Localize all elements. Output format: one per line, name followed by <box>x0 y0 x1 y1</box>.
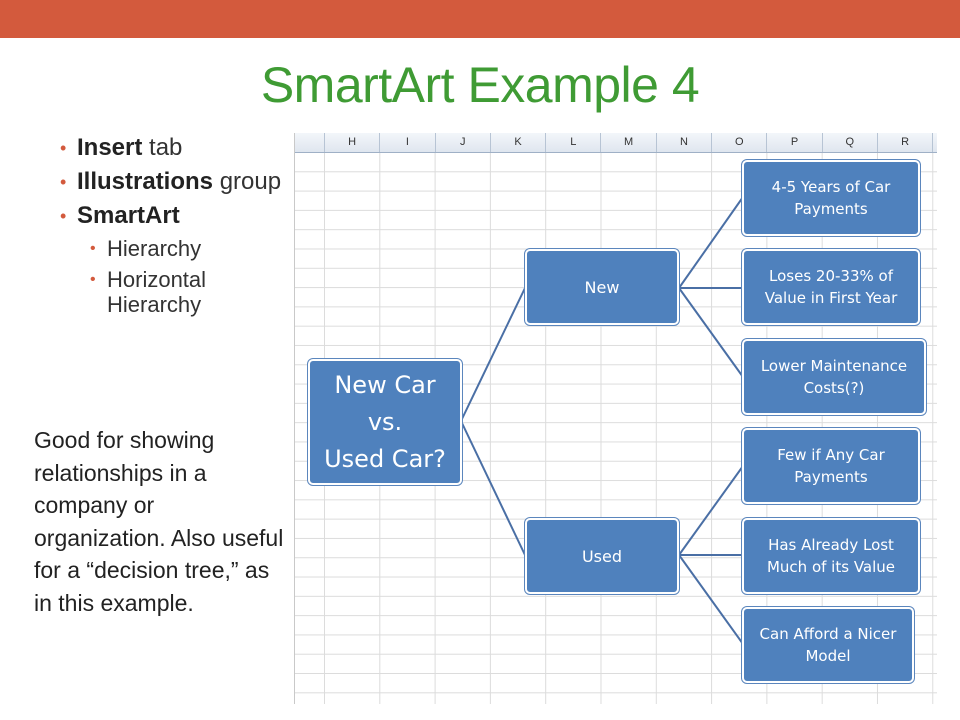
node-leaf-label: Has Already Lost Much of its Value <box>766 536 896 576</box>
bullet-hierarchy: Hierarchy <box>90 236 290 261</box>
column-header: O <box>712 133 768 152</box>
bullet-illustrations-bold: Illustrations <box>77 168 214 195</box>
node-new: New <box>525 249 679 325</box>
column-header: M <box>601 133 657 152</box>
node-new-label: New <box>584 277 620 297</box>
column-header: I <box>380 133 436 152</box>
node-leaf-label: Few if Any Car Payments <box>777 446 885 486</box>
bullet-illustrations-group: Illustrations group <box>60 168 290 196</box>
node-leaf-label: 4-5 Years of Car Payments <box>771 178 891 218</box>
node-root-decision: New Car vs. Used Car? <box>308 359 462 485</box>
node-used-leaf-2: Has Already Lost Much of its Value <box>742 518 920 594</box>
node-root-label: New Car vs. Used Car? <box>324 370 446 473</box>
node-used: Used <box>525 518 679 594</box>
column-header: P <box>767 133 823 152</box>
bullet-insert-bold: Insert <box>77 134 143 161</box>
column-header: R <box>878 133 934 152</box>
bullet-smartart-bold: SmartArt <box>77 202 180 229</box>
node-used-leaf-1: Few if Any Car Payments <box>742 428 920 504</box>
node-used-leaf-3: Can Afford a Nicer Model <box>742 607 914 683</box>
row-header-corner <box>295 133 325 152</box>
bullet-smartart: SmartArt <box>60 202 290 230</box>
connector-root-new <box>460 287 526 422</box>
bullet-horizontal-hierarchy: Horizontal Hierarchy <box>90 267 290 317</box>
connector-used-leaf-3 <box>678 554 744 645</box>
connector-new-leaf-3 <box>678 287 744 378</box>
column-header: L <box>546 133 602 152</box>
bullet-insert-rest: tab <box>142 134 183 161</box>
bullet-list: Insert tab Illustrations group SmartArt … <box>60 134 290 323</box>
spreadsheet-image: H I J K L M N O P Q R S New Car vs. Used… <box>294 133 937 704</box>
column-header: H <box>325 133 381 152</box>
node-new-leaf-2: Loses 20-33% of Value in First Year <box>742 249 920 325</box>
connector-new-leaf-1 <box>678 196 744 289</box>
node-leaf-label: Loses 20-33% of Value in First Year <box>764 267 898 307</box>
slide-title: SmartArt Example 4 <box>260 57 700 113</box>
description-text: Good for showing relationships in a comp… <box>34 427 284 616</box>
bullet-illustrations-rest: group <box>213 168 282 195</box>
node-new-leaf-1: 4-5 Years of Car Payments <box>742 160 920 236</box>
connector-root-used <box>460 420 526 556</box>
bullet-insert-tab: Insert tab <box>60 134 290 162</box>
column-header-row: H I J K L M N O P Q R S <box>295 133 937 153</box>
connector-lines <box>460 196 744 645</box>
top-accent-bar <box>0 0 960 38</box>
connector-used-leaf-1 <box>678 465 744 556</box>
node-used-label: Used <box>581 546 623 566</box>
column-header: J <box>436 133 491 152</box>
node-leaf-label: Can Afford a Nicer Model <box>759 625 897 665</box>
column-header: N <box>657 133 713 152</box>
node-leaf-label: Lower Maintenance Costs(?) <box>760 357 908 397</box>
column-header: Q <box>823 133 878 152</box>
column-header: K <box>491 133 547 152</box>
node-new-leaf-3: Lower Maintenance Costs(?) <box>742 339 926 415</box>
